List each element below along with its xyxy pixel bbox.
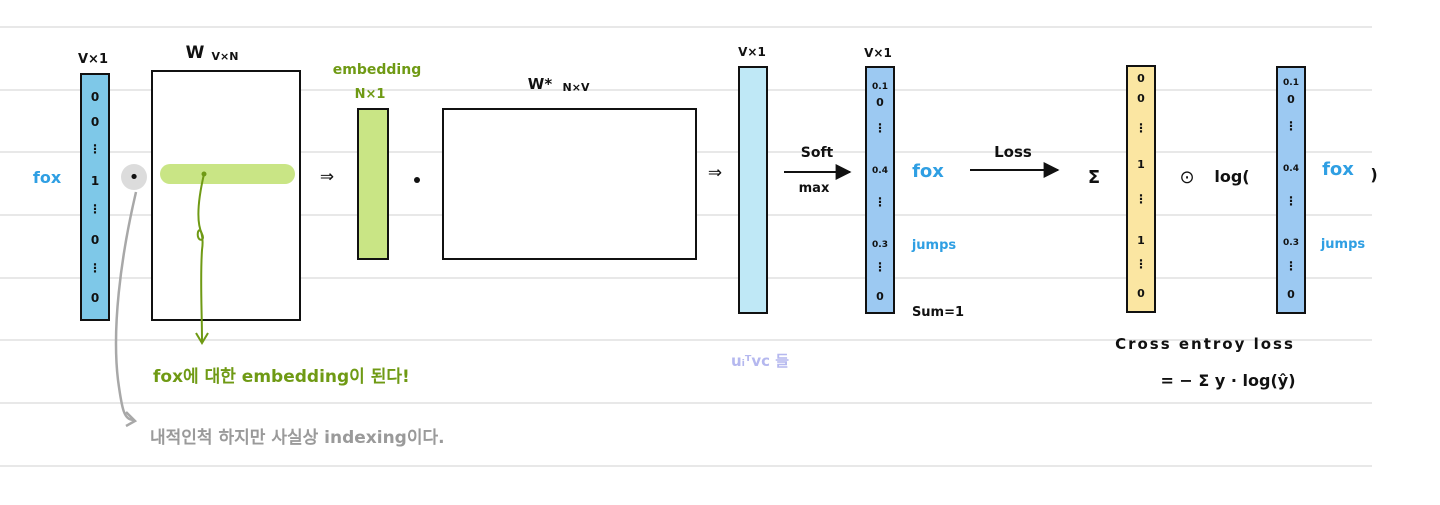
prob-fox-label: fox [912,161,944,182]
output-matrix-subscript: N×V [563,81,590,94]
pred-entry: 0.3 [1283,238,1299,248]
fox-embedding-note: fox에 대한 embedding이 된다! [153,367,410,387]
cross-entropy-formula: = − Σ y · log(ŷ) [1160,371,1295,390]
target-entry: 1 [1137,158,1145,171]
pred-entry: 0.4 [1283,164,1299,174]
target-entry: ⋮ [1135,192,1147,206]
loss-arrow-label: Loss [994,143,1032,161]
arrow-to-embedding: ⇒ [320,167,334,187]
input-vector-entries: 0 0 ⋮ 1 ⋮ 0 ⋮ 0 [89,90,101,305]
input-entry: ⋮ [89,202,101,216]
pred-vector-entries: 0.1 0 ⋮ 0.4 ⋮ 0.3 ⋮ 0 [1283,78,1299,301]
matmul-dot [414,177,420,183]
input-one-hot-vector [80,73,110,321]
target-entry: 0 [1137,287,1145,300]
input-entry: 0 [91,115,99,129]
pred-entry: ⋮ [1285,194,1297,208]
pred-fox-label: fox [1322,159,1354,180]
prob-entry: ⋮ [874,260,886,274]
prob-entry: 0 [876,290,884,303]
prob-vector-size-label: V×1 [864,46,892,60]
arrow-to-scores: ⇒ [708,163,722,183]
indexing-pointer-arrow [114,191,138,422]
log-open: log( [1214,167,1249,186]
input-entry: 1 [91,174,99,188]
prob-entry: 0.3 [872,240,888,250]
score-vector [738,66,768,314]
input-entry: ⋮ [89,261,101,275]
pred-entry: 0 [1287,288,1295,301]
target-entry: ⋮ [1135,121,1147,135]
pred-entry: 0 [1287,93,1295,106]
prob-sum-label: Sum=1 [912,305,964,320]
target-vector-entries: 0 0 ⋮ 1 ⋮ 1 ⋮ 0 [1135,72,1147,300]
prob-entry: ⋮ [874,121,886,135]
output-matrix-label: W* [528,75,553,93]
input-entry: 0 [91,291,99,305]
probability-vector [865,66,895,314]
prob-entry: 0.4 [872,166,888,176]
prob-entry: 0 [876,96,884,109]
dot-operator: • [129,167,140,188]
input-entry: ⋮ [89,142,101,156]
score-vector-note: uᵢᵀvc 들 [731,352,789,370]
row-to-embedding-arrowhead [195,332,209,345]
prob-entry: ⋮ [874,195,886,209]
target-vector [1126,65,1156,313]
indexing-note: 내적인척 하지만 사실상 indexing이다. [150,428,445,448]
prob-entry: 0.1 [872,82,888,92]
predicted-vector [1276,66,1306,314]
output-matrix [442,108,697,260]
row-selection-dot [201,171,207,177]
target-entry: 0 [1137,72,1145,85]
log-close: ) [1370,165,1377,184]
softmax-label-top: Soft [801,145,834,161]
embedding-vector [357,108,389,260]
row-to-embedding-arrow [196,173,205,343]
prob-jumps-label: jumps [911,238,957,253]
prob-vector-entries: 0.1 0 ⋮ 0.4 ⋮ 0.3 ⋮ 0 [872,82,888,303]
hadamard-symbol: ⊙ [1179,167,1194,188]
selected-row-highlight [160,164,295,184]
weight-matrix [151,70,301,321]
input-entry: 0 [91,90,99,104]
sum-sigma: Σ [1088,167,1100,188]
pred-entry: ⋮ [1285,119,1297,133]
softmax-label-bottom: max [799,181,830,196]
input-word-label: fox [33,168,62,187]
pred-entry: ⋮ [1285,259,1297,273]
cross-entropy-title: Cross entroy loss [1115,335,1295,353]
target-entry: 1 [1137,234,1145,247]
weight-matrix-label: W [186,43,205,63]
dot-highlight [121,164,147,190]
pred-entry: 0.1 [1283,78,1299,88]
weight-matrix-subscript: V×N [212,50,239,63]
input-entry: 0 [91,233,99,247]
target-entry: 0 [1137,92,1145,105]
score-vector-size-label: V×1 [738,45,766,59]
indexing-pointer-head [125,411,138,428]
embedding-size-label: N×1 [355,87,386,102]
target-entry: ⋮ [1135,257,1147,271]
pred-jumps-label: jumps [1320,237,1366,252]
input-vector-size-label: V×1 [78,52,108,67]
embedding-title: embedding [333,62,421,78]
